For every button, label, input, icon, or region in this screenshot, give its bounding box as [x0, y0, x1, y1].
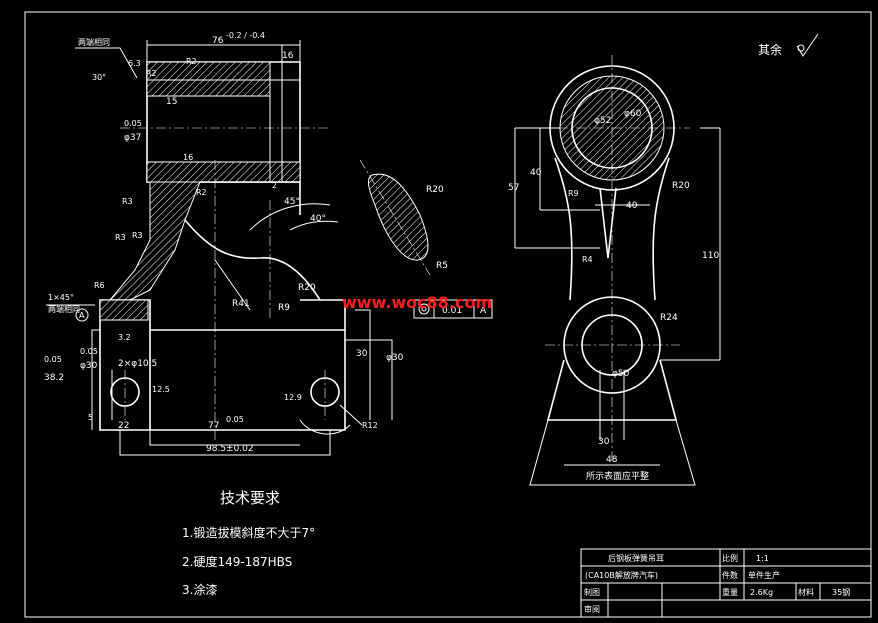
svg-text:-0.2 / -0.4: -0.2 / -0.4 [226, 31, 265, 40]
svg-text:3.2: 3.2 [118, 333, 131, 342]
svg-text:φ50: φ50 [612, 369, 630, 379]
svg-text:φ37: φ37 [124, 133, 141, 143]
svg-text:1×45°: 1×45° [48, 293, 74, 302]
drawing-border [24, 11, 872, 618]
svg-text:30: 30 [598, 437, 610, 447]
svg-text:R12: R12 [362, 421, 378, 430]
svg-text:后钢板弹簧吊耳: 后钢板弹簧吊耳 [608, 553, 664, 563]
svg-text:98.5±0.02: 98.5±0.02 [206, 444, 254, 454]
svg-text:1:1: 1:1 [756, 554, 769, 563]
title-block: 后钢板弹簧吊耳 (CA10B解放牌汽车) 比例 1:1 件数 单件生产 重量 2… [580, 548, 872, 618]
svg-text:审阅: 审阅 [584, 604, 600, 614]
svg-text:R6: R6 [94, 281, 105, 290]
svg-text:0.01: 0.01 [442, 306, 462, 316]
svg-text:A: A [79, 311, 85, 320]
side-view-labels: φ52 φ60 40 57 R9 R20 40 R4 110 R24 φ50 3… [508, 109, 719, 482]
svg-text:R9: R9 [568, 189, 579, 198]
arm-section [108, 181, 201, 301]
svg-text:R20: R20 [426, 185, 444, 195]
svg-text:两端相同: 两端相同 [78, 37, 110, 47]
svg-text:45°: 45° [284, 197, 300, 207]
svg-text:R3: R3 [132, 231, 143, 240]
tech-req-title: 技术要求 [220, 489, 280, 507]
svg-text:12.5: 12.5 [152, 385, 170, 394]
svg-text:40: 40 [626, 201, 638, 211]
svg-text:12.9: 12.9 [284, 393, 302, 402]
watermark: www.woc88.com [342, 293, 492, 312]
svg-text:R20: R20 [298, 283, 316, 293]
svg-text:5: 5 [88, 413, 93, 422]
section-view: R20 R5 [359, 159, 448, 276]
svg-text:22: 22 [118, 421, 129, 431]
tech-req-item: 1.锻造拔模斜度不大于7° [182, 525, 315, 540]
svg-text:0.05: 0.05 [44, 355, 62, 364]
svg-text:单件生产: 单件生产 [748, 570, 780, 580]
svg-text:2: 2 [272, 181, 277, 190]
svg-text:R4: R4 [582, 255, 593, 264]
svg-text:30°: 30° [92, 73, 106, 82]
front-view-labels: 两端相同 76 -0.2 / -0.4 16 6.3 30° R2 R2 15 … [44, 31, 404, 454]
technical-requirements: 技术要求 1.锻造拔模斜度不大于7° 2.硬度149-187HBS 3.涂漆 [182, 489, 315, 597]
svg-text:R3: R3 [122, 197, 133, 206]
svg-text:R2: R2 [196, 188, 207, 197]
svg-text:R2: R2 [186, 57, 197, 66]
svg-text:2.6Kg: 2.6Kg [750, 588, 773, 597]
svg-text:77: 77 [208, 421, 219, 431]
gdt-frame: 0.01 A [413, 299, 493, 319]
svg-text:R24: R24 [660, 313, 678, 323]
svg-text:35钢: 35钢 [832, 587, 850, 597]
svg-text:30: 30 [356, 349, 368, 359]
svg-text:材料: 材料 [798, 587, 814, 597]
svg-text:φ60: φ60 [624, 109, 642, 119]
svg-text:2×φ10.5: 2×φ10.5 [118, 359, 157, 369]
tech-req-item: 3.涂漆 [182, 582, 217, 597]
svg-text:R41: R41 [232, 299, 250, 309]
svg-text:40°: 40° [310, 214, 326, 224]
svg-text:R20: R20 [672, 181, 690, 191]
svg-text:R5: R5 [436, 261, 448, 271]
svg-text:两端相同: 两端相同 [48, 304, 80, 314]
svg-text:15: 15 [166, 97, 177, 107]
upper-boss-wall-top [146, 61, 271, 97]
surface-finish-note: 其余 [758, 33, 819, 57]
svg-text:110: 110 [702, 251, 719, 261]
svg-text:重量: 重量 [722, 587, 738, 597]
svg-text:0.05: 0.05 [80, 347, 98, 356]
svg-text:16: 16 [282, 51, 294, 61]
svg-text:48: 48 [606, 455, 618, 465]
svg-text:R3: R3 [115, 233, 126, 242]
upper-boss-wall-bottom [146, 161, 301, 183]
svg-text:0.05: 0.05 [226, 415, 244, 424]
svg-text:A: A [480, 306, 487, 316]
svg-text:38.2: 38.2 [44, 373, 64, 383]
svg-text:16: 16 [183, 153, 193, 162]
svg-text:76: 76 [212, 36, 224, 46]
svg-text:R9: R9 [278, 303, 290, 313]
svg-text:比例: 比例 [722, 553, 738, 563]
svg-text:所示表面应平整: 所示表面应平整 [586, 470, 649, 482]
front-view [46, 40, 393, 456]
svg-text:φ30: φ30 [80, 361, 98, 371]
svg-text:其余: 其余 [758, 42, 782, 57]
tech-req-item: 2.硬度149-187HBS [182, 554, 292, 569]
side-view [514, 55, 721, 486]
svg-text:(CA10B解放牌汽车): (CA10B解放牌汽车) [585, 570, 658, 580]
svg-text:φ30: φ30 [386, 353, 404, 363]
svg-text:R2: R2 [146, 69, 157, 78]
svg-text:件数: 件数 [722, 570, 738, 580]
svg-text:0.05: 0.05 [124, 119, 142, 128]
svg-text:40: 40 [530, 168, 542, 178]
svg-text:制图: 制图 [584, 587, 600, 597]
svg-text:57: 57 [508, 183, 519, 193]
svg-text:φ52: φ52 [594, 116, 611, 126]
svg-text:6.3: 6.3 [128, 59, 141, 68]
